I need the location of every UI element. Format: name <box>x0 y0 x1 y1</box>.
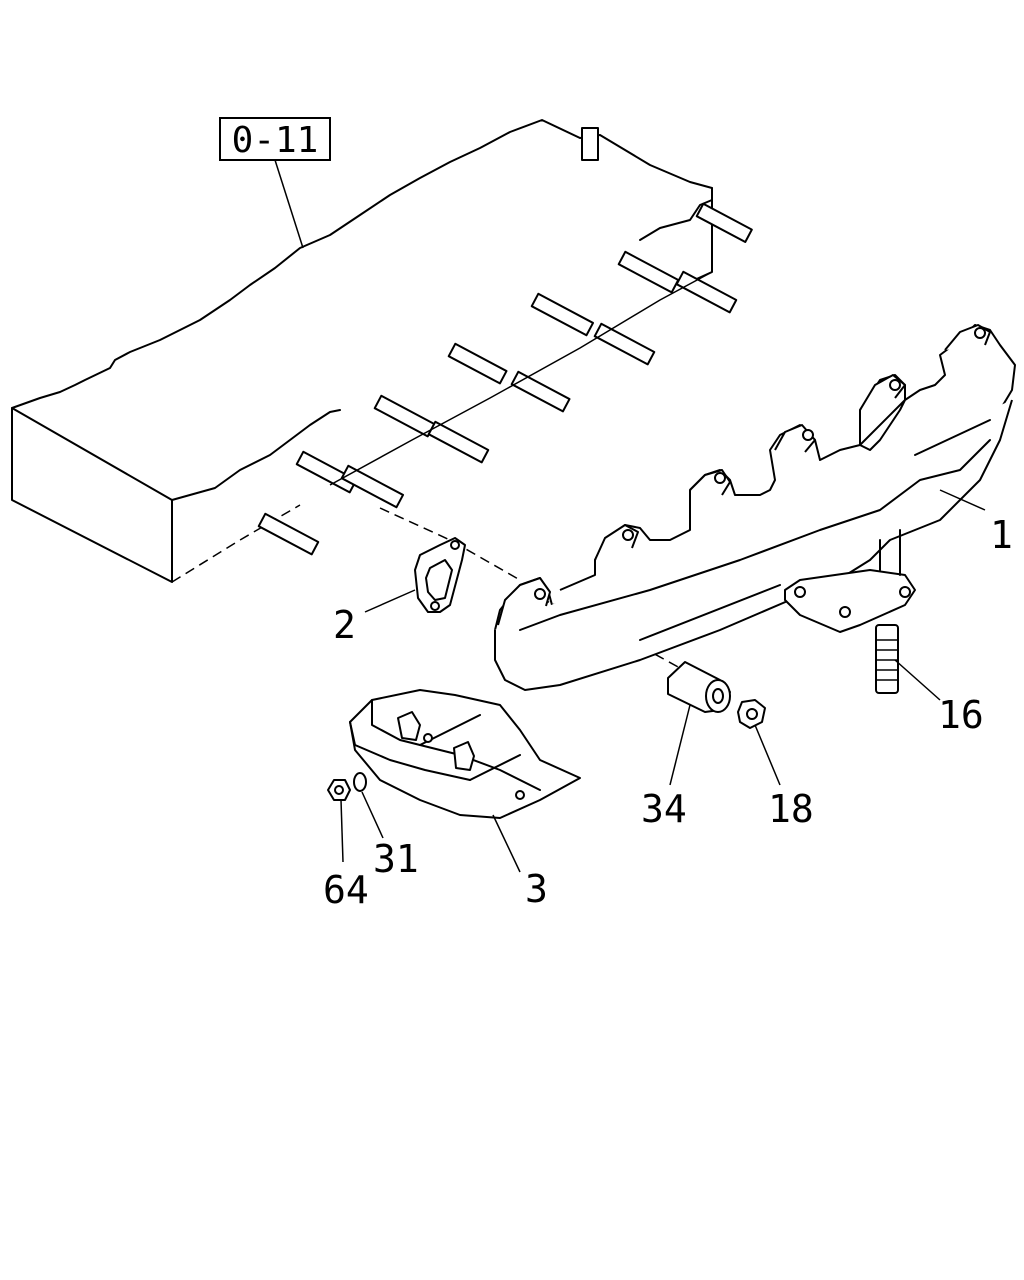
nut-18[interactable] <box>737 699 766 729</box>
callout-64: 64 <box>323 868 369 912</box>
stud-16[interactable] <box>875 624 899 694</box>
washer-31[interactable] <box>353 772 367 792</box>
stud-alignment-line <box>329 271 713 486</box>
callout-2: 2 <box>333 603 356 647</box>
reference-leader <box>274 159 304 249</box>
exhaust-manifold[interactable] <box>494 324 1016 691</box>
gasket[interactable] <box>414 537 466 613</box>
manifold-studs <box>257 202 753 556</box>
heat-shield[interactable] <box>349 689 581 819</box>
callout-3: 3 <box>525 867 548 911</box>
callout-1: 1 <box>990 513 1013 557</box>
spacer-sleeve[interactable] <box>667 661 731 713</box>
leader-lines <box>340 489 986 873</box>
reference-box-label: 0-11 <box>232 120 319 161</box>
dowel-pin <box>581 127 599 161</box>
callout-31: 31 <box>373 837 419 881</box>
cylinder-head-outline <box>11 119 713 583</box>
gasket-alignment-line <box>379 507 521 581</box>
callout-18: 18 <box>768 787 814 831</box>
callout-34: 34 <box>641 787 687 831</box>
reference-box[interactable]: 0-11 <box>219 117 331 161</box>
nut-64[interactable] <box>327 779 351 801</box>
callout-16: 16 <box>938 693 984 737</box>
